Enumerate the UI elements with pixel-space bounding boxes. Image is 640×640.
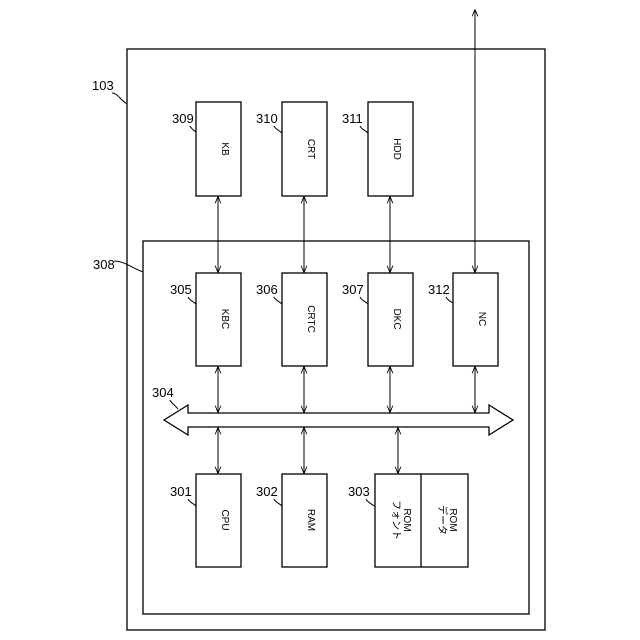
dkc-block: DKC: [368, 273, 413, 366]
leader-301: [188, 499, 196, 506]
cpu-block: CPU: [196, 474, 241, 567]
ref-306: 306: [256, 282, 278, 297]
system-bus-arrow: [164, 405, 513, 435]
crtc-block: CRTC: [282, 273, 327, 366]
kbc-block: KBC: [196, 273, 241, 366]
svg-text:NC: NC: [476, 312, 487, 326]
ref-305: 305: [170, 282, 192, 297]
ref-303: 303: [348, 484, 370, 499]
kb-block: KB: [196, 102, 241, 196]
ref-103: 103: [92, 78, 114, 93]
leader-310: [274, 126, 282, 133]
leader-306: [274, 297, 282, 304]
svg-text:CRT: CRT: [305, 139, 316, 159]
crt-block: CRT: [282, 102, 327, 196]
leader-305: [188, 297, 196, 304]
ref-308: 308: [93, 257, 115, 272]
ref-309: 309: [172, 111, 194, 126]
svg-text:KB: KB: [219, 142, 230, 156]
svg-text:RAM: RAM: [305, 509, 316, 531]
ref-307: 307: [342, 282, 364, 297]
svg-text:HDD: HDD: [391, 138, 402, 160]
hdd-block: HDD: [368, 102, 413, 196]
svg-text:ROM: ROM: [447, 508, 458, 531]
ref-304: 304: [152, 385, 174, 400]
svg-text:CRTC: CRTC: [305, 305, 316, 333]
leader-303: [366, 499, 374, 506]
ref-311: 311: [342, 111, 363, 126]
ref-310: 310: [256, 111, 278, 126]
ref-301: 301: [170, 484, 192, 499]
svg-text:KBC: KBC: [219, 309, 230, 330]
leader-302: [274, 499, 282, 506]
rom-block: フォント ROM データ ROM: [375, 474, 468, 567]
svg-text:DKC: DKC: [391, 308, 402, 329]
leader-308: [114, 261, 143, 272]
leader-103: [112, 93, 127, 104]
data-rom-section: データ ROM: [436, 505, 458, 535]
ram-block: RAM: [282, 474, 327, 567]
svg-text:フォント: フォント: [390, 500, 401, 540]
svg-text:CPU: CPU: [219, 509, 230, 530]
leader-311: [360, 126, 368, 133]
ref-312: 312: [428, 282, 450, 297]
ref-302: 302: [256, 484, 278, 499]
nc-block: NC: [453, 273, 498, 366]
leader-304: [170, 400, 178, 409]
leader-307: [360, 297, 368, 304]
svg-text:ROM: ROM: [401, 508, 412, 531]
